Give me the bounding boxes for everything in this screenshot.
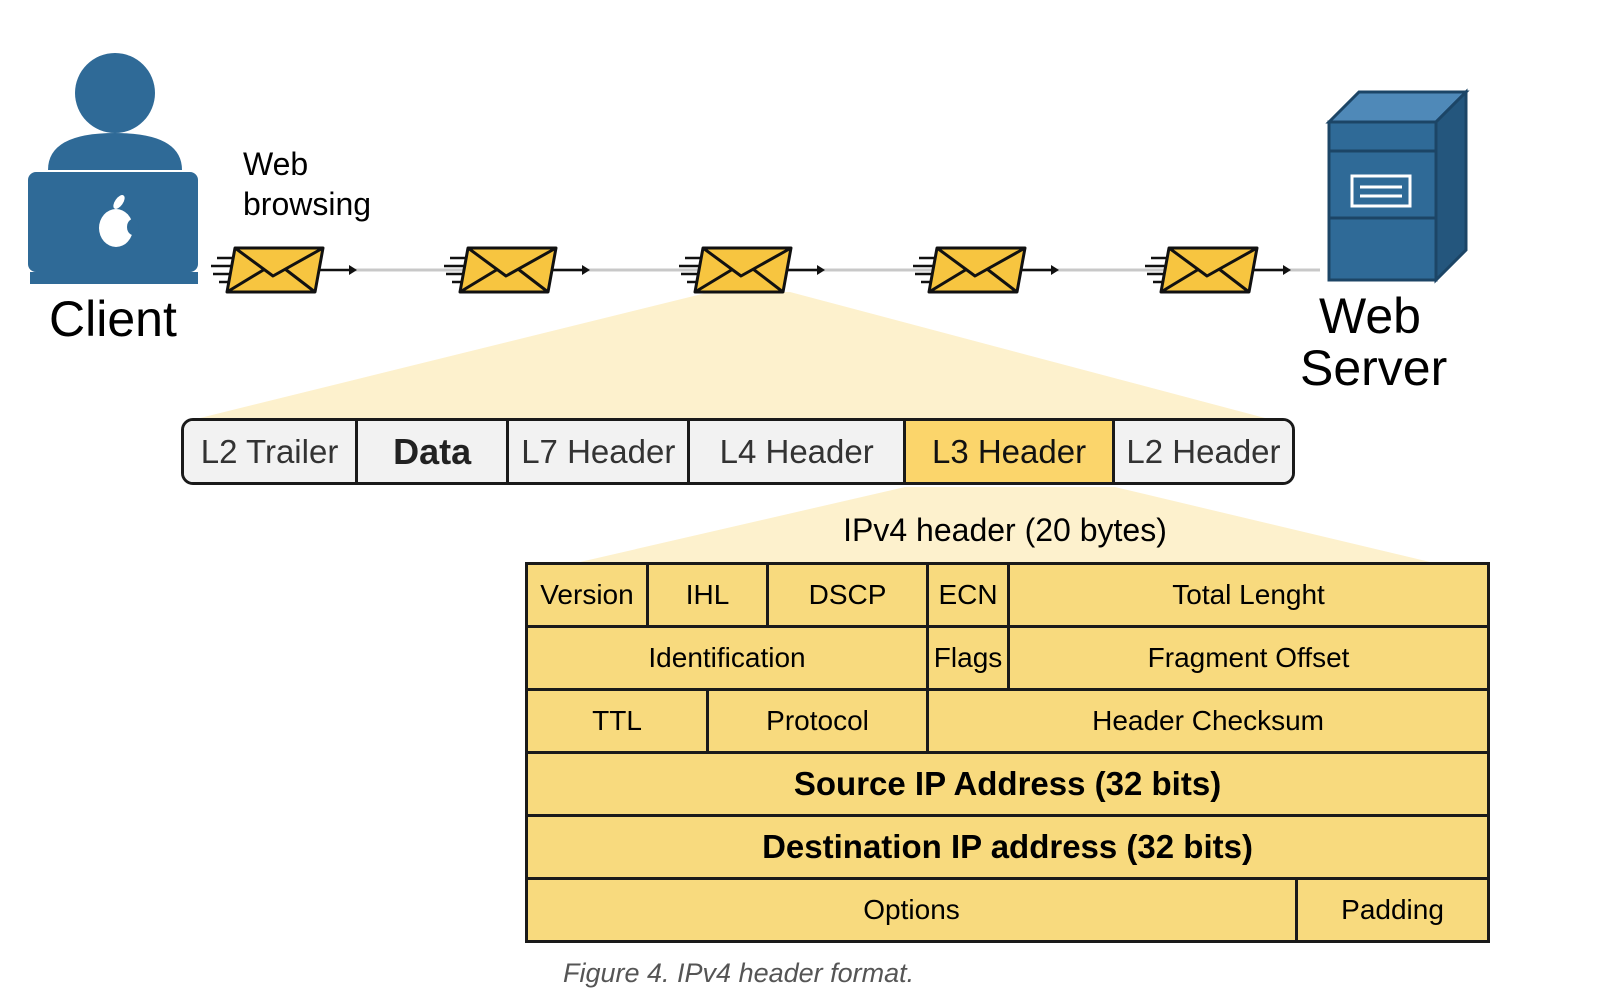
layer-l2-header: L2 Header [1114,421,1292,482]
field-fragment-offset: Fragment Offset [1007,625,1491,691]
figure-caption: Figure 4. IPv4 header format. [563,958,915,988]
envelope-icon [911,246,1061,294]
server-label-line1: Web [1319,288,1421,344]
field-ttl: TTL [525,688,709,754]
field-source-ip: Source IP Address (32 bits) [524,751,1491,817]
envelope-icon [209,246,359,294]
field-flags: Flags [926,625,1011,691]
field-version: Version [525,562,649,628]
web-server-icon [1325,88,1470,284]
server-label: Web Server [1300,288,1448,396]
field-ecn: ECN [926,562,1011,628]
field-identification: Identification [524,625,930,691]
envelope-icon [442,246,592,294]
ipv4-row: Destination IP address (32 bits) [524,814,1491,880]
field-protocol: Protocol [705,688,930,754]
ipv4-title: IPv4 header (20 bytes) [843,512,1167,548]
envelope-icon [1143,246,1293,294]
client-label: Client [49,291,177,347]
ipv4-row: Source IP Address (32 bits) [524,751,1491,817]
layer-data: Data [358,421,510,482]
field-header-checksum: Header Checksum [926,688,1491,754]
client-laptop-icon [28,53,198,284]
packet-layers: L2 Trailer Data L7 Header L4 Header L3 H… [181,418,1295,485]
ipv4-header-table: Version IHL DSCP ECN Total Lenght Identi… [524,562,1491,943]
packet-zoom-wedge [200,292,1265,418]
field-padding: Padding [1295,877,1491,943]
layer-l7-header: L7 Header [509,421,691,482]
server-label-line2: Server [1300,340,1448,396]
envelope-icon [677,246,827,294]
layer-l2-trailer: L2 Trailer [184,421,359,482]
field-ihl: IHL [645,562,770,628]
field-total-length: Total Lenght [1007,562,1491,628]
web-browsing-line1: Web [243,146,309,182]
web-browsing-label: Web browsing [243,144,371,224]
ipv4-row: Options Padding [524,877,1491,943]
ipv4-row: Version IHL DSCP ECN Total Lenght [525,562,1491,628]
apple-logo-icon [99,195,139,247]
field-destination-ip: Destination IP address (32 bits) [524,814,1491,880]
ipv4-row: Identification Flags Fragment Offset [524,625,1491,691]
layer-l4-header: L4 Header [690,421,907,482]
l3-zoom-wedge [580,487,1430,562]
web-browsing-line2: browsing [243,186,372,222]
field-options: Options [524,877,1299,943]
layer-l3-header: L3 Header [906,421,1115,482]
ipv4-row: TTL Protocol Header Checksum [525,688,1491,754]
field-dscp: DSCP [766,562,930,628]
